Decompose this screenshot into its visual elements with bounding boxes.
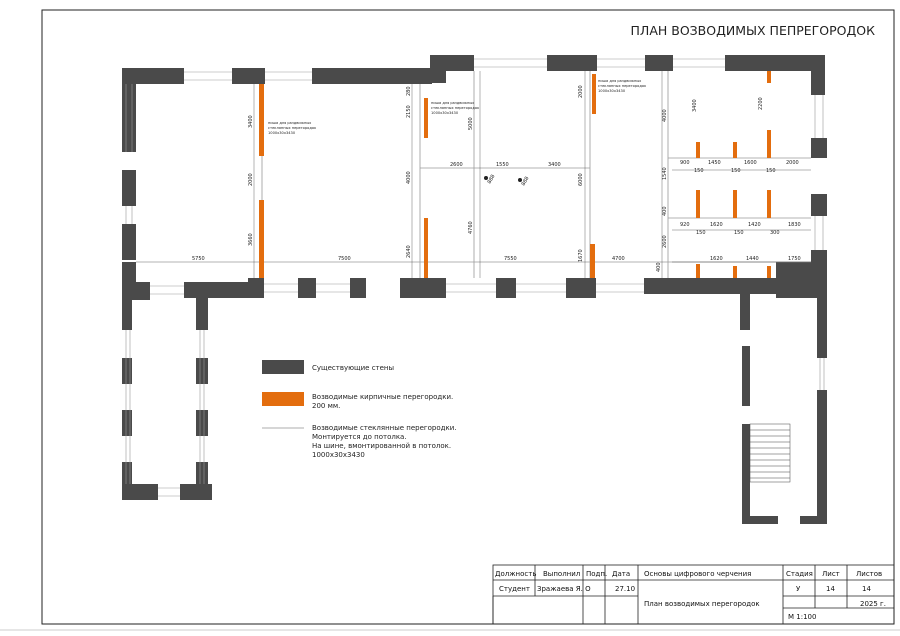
dim-label: 4700 bbox=[612, 256, 625, 262]
note-line: 1000х30х3430 bbox=[431, 111, 459, 115]
dim-label: 2200 bbox=[758, 97, 764, 110]
stamp-year: 2025 г. bbox=[860, 600, 886, 608]
stamp-header-sign: Подп. bbox=[586, 570, 607, 578]
dim-label: 150 bbox=[696, 230, 706, 236]
note-line: стеклянных перегородок bbox=[598, 84, 647, 88]
dim-label: 1670 bbox=[578, 249, 584, 262]
stamp-date: 27.10 bbox=[615, 585, 635, 593]
dim-label: 3400 bbox=[692, 99, 698, 112]
dim-label: 1450 bbox=[708, 160, 721, 166]
note-line: стеклянных перегородок bbox=[431, 106, 480, 110]
dim-label: 3400 bbox=[548, 162, 561, 168]
dim-label: 7500 bbox=[338, 256, 351, 262]
legend-glass-label-3: На шине, вмонтированной в потолок. bbox=[312, 442, 451, 450]
note-line: ниша для раздвижных bbox=[598, 79, 642, 83]
staircase bbox=[749, 423, 791, 483]
legend-glass-label-2: Монтируется до потолка. bbox=[312, 433, 407, 441]
stamp-drawing-name: План возводимых перегородок bbox=[644, 600, 760, 608]
dim-label: 2000 bbox=[578, 85, 584, 98]
dim-label: 3400 bbox=[248, 115, 254, 128]
dim-label: 1540 bbox=[662, 167, 668, 180]
dim-label: 2000 bbox=[786, 160, 799, 166]
dim-label: 920 bbox=[680, 222, 690, 228]
dim-label: 5750 bbox=[192, 256, 205, 262]
dim-label: 2600 bbox=[662, 235, 668, 248]
dim-label: 1440 bbox=[746, 256, 759, 262]
legend-brick-label: Возводимые кирпичные перегородки. bbox=[312, 393, 453, 401]
stamp-executor: Зражаева Я. О bbox=[537, 585, 591, 593]
floor-plan: 3400 2000 3660 5750 7500 280 2150 5000 4… bbox=[122, 55, 827, 524]
partition-notes: ниша для раздвижных стеклянных перегород… bbox=[268, 79, 647, 135]
dim-label: 1620 bbox=[710, 256, 723, 262]
stamp-stage: У bbox=[796, 585, 801, 593]
dim-label: 280 bbox=[406, 86, 412, 96]
dim-label: 4000 bbox=[406, 171, 412, 184]
dim-label: 300 bbox=[770, 230, 780, 236]
legend-brick-label-2: 200 мм. bbox=[312, 402, 340, 410]
legend-swatch-existing bbox=[262, 360, 304, 374]
dim-label: 400 bbox=[656, 262, 662, 272]
stamp-header-date: Дата bbox=[612, 570, 630, 578]
stamp-header-stage: Стадия bbox=[786, 570, 813, 578]
existing-walls bbox=[122, 55, 827, 524]
legend-glass-label: Возводимые стеклянные перегородки. bbox=[312, 424, 456, 432]
dim-label: 1600 bbox=[744, 160, 757, 166]
stamp-subject: Основы цифрового черчения bbox=[644, 570, 751, 578]
fixture-marks bbox=[484, 176, 522, 182]
dim-label: 7550 bbox=[504, 256, 517, 262]
dim-label: 400 bbox=[662, 206, 668, 216]
title-block bbox=[492, 564, 895, 625]
dim-label: 2600 bbox=[450, 162, 463, 168]
dim-label: 6000 bbox=[578, 173, 584, 186]
legend-existing-label: Существующие стены bbox=[312, 364, 394, 372]
dim-label: 1620 bbox=[710, 222, 723, 228]
dim-label: 3660 bbox=[248, 233, 254, 246]
sheet-frame bbox=[41, 9, 895, 625]
title-block-text: Должность Выполнил Подп. Дата Основы циф… bbox=[495, 570, 886, 621]
windows bbox=[125, 58, 825, 497]
legend-glass-label-4: 1000х30х3430 bbox=[312, 451, 365, 459]
note-line: стеклянных перегородок bbox=[268, 126, 317, 130]
legend: Существующие стены Возводимые кирпичные … bbox=[262, 360, 456, 459]
brick-partitions bbox=[259, 71, 771, 278]
note-line: ниша для раздвижных bbox=[431, 101, 475, 105]
dim-label: 150 bbox=[734, 230, 744, 236]
dim-label: 888 bbox=[521, 176, 531, 187]
dim-label: 888 bbox=[487, 174, 497, 185]
stamp-position: Студент bbox=[499, 585, 530, 593]
dim-label: 150 bbox=[766, 168, 776, 174]
dim-label: 4760 bbox=[468, 221, 474, 234]
legend-swatch-brick bbox=[262, 392, 304, 406]
dimension-labels: 3400 2000 3660 5750 7500 280 2150 5000 4… bbox=[192, 85, 801, 272]
drawing-title: ПЛАН ВОЗВОДИМЫХ ПЕПРЕГОРОДОК bbox=[631, 23, 876, 38]
dim-label: 2150 bbox=[406, 105, 412, 118]
stamp-header-sheet: Лист bbox=[822, 570, 840, 578]
dim-label: 5000 bbox=[468, 117, 474, 130]
stamp-sheets: 14 bbox=[862, 585, 871, 593]
note-line: ниша для раздвижных bbox=[268, 121, 312, 125]
dim-label: 2000 bbox=[248, 173, 254, 186]
stamp-header-executed: Выполнил bbox=[543, 570, 580, 578]
dimension-lines bbox=[253, 71, 811, 278]
dim-label: 150 bbox=[694, 168, 704, 174]
note-line: 1000х30х3430 bbox=[598, 89, 626, 93]
stamp-header-position: Должность bbox=[495, 570, 536, 578]
stamp-sheet: 14 bbox=[826, 585, 835, 593]
dim-label: 1420 bbox=[748, 222, 761, 228]
dim-label: 900 bbox=[680, 160, 690, 166]
stamp-scale: М 1:100 bbox=[788, 613, 816, 621]
dim-label: 2640 bbox=[406, 245, 412, 258]
stamp-header-sheets: Листов bbox=[856, 570, 882, 578]
dim-label: 1830 bbox=[788, 222, 801, 228]
dim-label: 150 bbox=[731, 168, 741, 174]
dim-label: 1550 bbox=[496, 162, 509, 168]
dim-label: 1750 bbox=[788, 256, 801, 262]
note-line: 1000х30х3430 bbox=[268, 131, 296, 135]
dim-label: 4000 bbox=[662, 109, 668, 122]
